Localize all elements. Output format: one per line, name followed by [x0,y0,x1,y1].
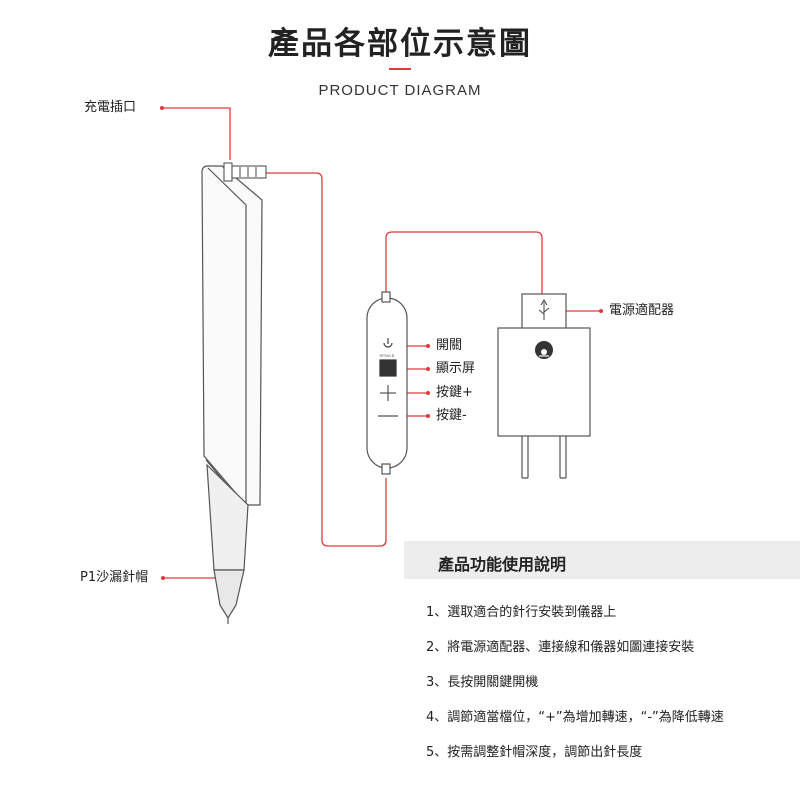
power-adapter-label: 電源適配器 [609,303,675,318]
instruction-step: 3、長按開關鍵開機 [426,675,539,690]
instructions-heading: 產品功能使用說明 [438,555,567,574]
instruction-step: 2、將電源適配器、連接線和儀器如圖連接安裝 [426,640,695,655]
page-subtitle: PRODUCT DIAGRAM [318,82,482,99]
connector-wires [162,107,601,579]
instructions-list: 1、選取適合的針行安裝到儀器上 2、將電源適配器、連接線和儀器如圖連接安裝 3、… [426,602,724,777]
remote-control [366,291,408,475]
usb-icon [538,299,550,320]
instruction-step: 1、選取適合的針行安裝到儀器上 [426,605,617,620]
instruction-step: 5、按需調整針帽深度，調節出針長度 [426,745,643,760]
page-title: 產品各部位示意圖 [268,26,532,62]
needle-cap-label: P1沙漏針帽 [80,570,149,585]
button-plus-label: 按鍵+ [436,385,473,400]
charging-port-connector [223,162,267,182]
brand-logo-icon [535,341,553,359]
leader-dots [160,106,603,580]
switch-label: 開關 [436,338,463,353]
display-label: 顯示屏 [436,361,476,376]
instruction-step: 4、調節適當檔位，“+”為增加轉速，“-”為降低轉速 [426,710,724,725]
charging-port-label: 充電插口 [84,100,137,115]
remote-rpm-text: RPM/LB [380,353,395,358]
pen-device [201,165,263,624]
button-minus-label: 按鍵- [436,408,467,423]
instructions-header: 產品功能使用說明 [404,541,800,579]
power-adapter [497,293,591,479]
title-divider [389,68,411,70]
power-switch-icon [383,338,393,348]
